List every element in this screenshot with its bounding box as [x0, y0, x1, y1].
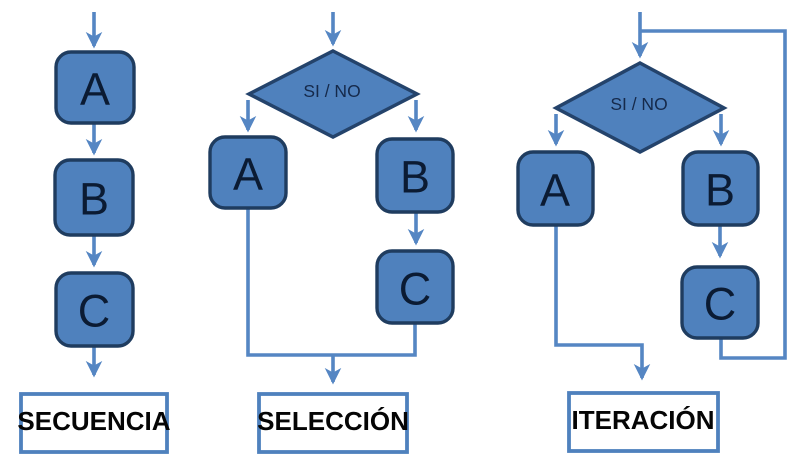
sequence-node-b: [53, 158, 135, 237]
iteration-caption-box: [567, 391, 720, 453]
sequence-node-a-label: A: [80, 64, 110, 115]
sequence-node-a: [54, 50, 136, 125]
selection-node-a: [208, 135, 288, 210]
selection-caption: SELECCIÓN: [257, 406, 409, 436]
selection-node-c: [375, 249, 455, 325]
iteration-node-a: [516, 150, 595, 227]
iteration-loop-back-line: [640, 29, 787, 360]
sequence-node-c-label: C: [78, 286, 111, 337]
iteration-node-b-label: B: [705, 165, 735, 216]
selection-diagram: SI / NO A B C SELECCIÓN: [208, 12, 455, 454]
sequence-caption: SECUENCIA: [17, 406, 170, 436]
sequence-diagram: A B C SECUENCIA: [17, 12, 171, 454]
sequence-caption-box: [19, 392, 169, 454]
sequence-node-c: [54, 271, 135, 348]
iteration-condition-label: SI / NO: [610, 94, 667, 114]
iteration-exit-arrow: [554, 225, 651, 381]
iteration-node-a-label: A: [540, 165, 570, 216]
selection-node-a-label: A: [233, 149, 263, 200]
selection-node-b: [375, 137, 455, 214]
iteration-node-c-label: C: [704, 279, 737, 330]
iteration-node-c: [680, 265, 760, 340]
iteration-node-b: [681, 150, 760, 227]
selection-condition-label: SI / NO: [303, 81, 360, 101]
selection-caption-box: [257, 392, 409, 454]
iteration-decision-diamond: [552, 61, 728, 154]
iteration-diagram: SI / NO A B C ITERACIÓN: [516, 12, 787, 453]
selection-node-b-label: B: [400, 152, 430, 203]
iteration-caption: ITERACIÓN: [572, 405, 715, 435]
sequence-node-b-label: B: [79, 174, 109, 225]
selection-node-c-label: C: [399, 264, 432, 315]
selection-decision-diamond: [245, 49, 421, 139]
